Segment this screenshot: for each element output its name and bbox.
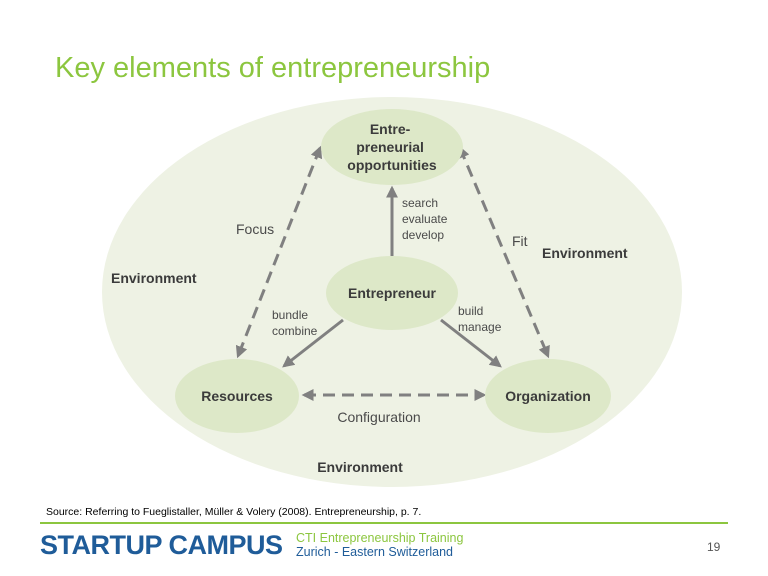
footer-divider (40, 522, 728, 524)
build-arrow (440, 318, 502, 368)
fit-label: Fit (512, 233, 528, 249)
build-manage-label: build manage (458, 304, 502, 334)
opportunities-label: Entre- preneurial opportunities (347, 121, 437, 173)
resources-label: Resources (201, 388, 273, 404)
tagline-line-2: Zurich - Eastern Switzerland (296, 545, 454, 559)
opportunities-node (321, 109, 463, 185)
search-evaluate-develop-label: search evaluate develop (402, 196, 451, 242)
configuration-label: Configuration (337, 409, 420, 425)
page-number: 19 (707, 540, 721, 554)
organization-label: Organization (505, 388, 591, 404)
environment-label-bottom: Environment (317, 459, 403, 475)
entrepreneur-label: Entrepreneur (348, 285, 436, 301)
entrepreneur-node (326, 256, 458, 330)
bundle-combine-label: bundle combine (272, 308, 318, 338)
tagline-line-1: CTI Entrepreneurship Training (296, 531, 464, 545)
environment-label-right: Environment (542, 245, 628, 261)
brand-logo: STARTUP CAMPUS (40, 530, 283, 560)
organization-node (485, 359, 611, 433)
bundle-arrow (282, 318, 344, 368)
resources-node (175, 359, 299, 433)
brand-tagline: CTI Entrepreneurship Training Zurich - E… (296, 531, 463, 559)
focus-label: Focus (236, 221, 274, 237)
entrepreneurship-diagram: Entre- preneurial opportunities Entrepre… (102, 97, 682, 487)
slide-title: Key elements of entrepreneurship (55, 52, 491, 84)
environment-label-left: Environment (111, 270, 197, 286)
source-note: Source: Referring to Fueglistaller, Müll… (46, 506, 422, 518)
